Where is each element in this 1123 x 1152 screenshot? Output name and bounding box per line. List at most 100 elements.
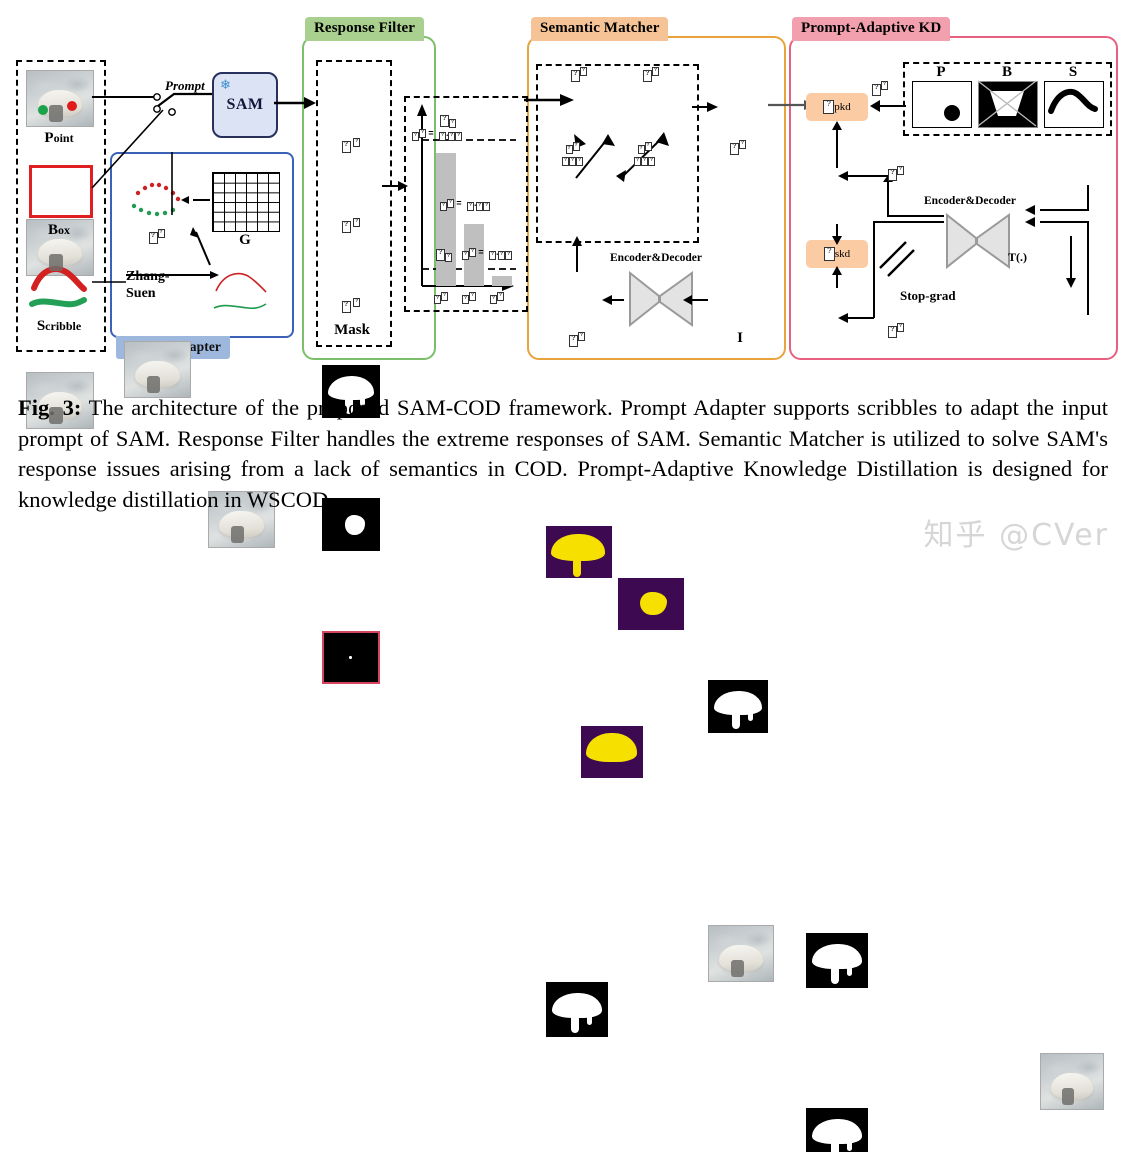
response-score-chart — [404, 96, 528, 312]
tofu-glyph: ? — [434, 295, 441, 304]
mask-2-label: ? ? — [322, 217, 380, 233]
tofu-glyph: ? — [448, 132, 456, 141]
matcher-lower-wiring — [572, 236, 708, 305]
grid-g-label: G — [239, 232, 251, 248]
tofu-glyph: ? — [341, 221, 351, 233]
panel-response-filter — [302, 36, 436, 360]
mask-to-chart-arrow — [382, 181, 408, 191]
banner-prompt-adaptive-kd: Prompt-Adaptive KD — [792, 17, 951, 41]
input-image-box — [26, 219, 94, 276]
semantic-mask-candidate-1 — [546, 526, 612, 578]
watermark: 知乎 @CVer — [923, 518, 1109, 553]
semantic-output-mask — [708, 680, 768, 733]
tofu-glyph: ? — [447, 199, 454, 208]
thinned-scribble-strokes — [213, 272, 267, 310]
mask-3 — [322, 631, 380, 684]
inputs-dashed-group — [16, 60, 106, 352]
semantic-candidates-group — [536, 64, 699, 243]
tofu-glyph: ? — [467, 202, 475, 211]
prompt-type-label-s: S — [1068, 64, 1078, 80]
mask-2 — [322, 498, 380, 551]
tofu-glyph: ? — [341, 141, 351, 153]
stop-grad-label: Stop-grad — [900, 288, 956, 303]
thinned-scribble-image — [208, 491, 275, 548]
transform-label: T(.) — [1008, 250, 1027, 264]
prompt-type-label-p: P — [936, 64, 946, 80]
figure-caption-text: The architecture of the proposed SAM-COD… — [18, 395, 1108, 512]
prompt-label: Prompt — [165, 78, 205, 93]
prompt-types-to-pkd-arrow — [870, 100, 906, 112]
tofu-glyph: ? — [436, 249, 445, 261]
encoder-decoder-kd-label: Encoder&Decoder — [924, 195, 1016, 207]
similarity-arrows — [574, 132, 669, 182]
tofu-glyph: ? — [571, 70, 580, 82]
tofu-glyph: ? — [440, 202, 447, 211]
figure-root: Response Filter Semantic Matcher Prompt-… — [16, 17, 1118, 1152]
tofu-glyph: ? — [569, 335, 578, 347]
kd-student-mask-top — [806, 933, 868, 988]
pkd-edge-label: ?? — [872, 80, 888, 96]
tofu-glyph: ? — [881, 81, 888, 90]
tofu-glyph: ? — [823, 247, 835, 261]
chart-value-label-1: ?? = ?.?? — [412, 128, 463, 141]
tofu-glyph: ? — [412, 132, 419, 141]
panel-semantic-matcher — [527, 36, 786, 360]
encoder-decoder-kd — [944, 212, 1012, 275]
tofu-glyph: ? — [643, 70, 652, 82]
similarity-label-2: ?? ??? — [634, 142, 655, 166]
tofu-glyph: ? — [483, 202, 491, 211]
sam-block: ❄ SAM — [212, 72, 278, 138]
tofu-glyph: ? — [569, 157, 576, 166]
kd-teacher-wiring — [838, 171, 1089, 323]
prompt-type-box-p — [912, 81, 972, 128]
similarity-label-1: ?? ??? — [562, 142, 583, 166]
matcher-input-image — [708, 925, 774, 982]
semantic-mask-reference — [581, 726, 643, 778]
chart-xtick-3: ?? — [490, 290, 504, 304]
zhang-suen-label: Zhang- Suen — [126, 269, 170, 301]
tofu-glyph: ? — [441, 292, 448, 301]
tofu-glyph: ? — [897, 323, 904, 332]
tofu-glyph: ? — [462, 251, 469, 260]
tofu-glyph: ? — [353, 298, 361, 307]
tofu-glyph: ? — [449, 119, 456, 128]
loss-skd-subscript: skd — [834, 248, 851, 260]
chart-value-label-3: ?? = ?.?? — [462, 247, 513, 260]
tofu-glyph: ? — [419, 129, 426, 138]
adapted-prompt-image — [124, 341, 191, 398]
tofu-glyph: ? — [652, 67, 659, 76]
tofu-glyph: ? — [353, 138, 361, 147]
chart-xtick-2: ?? — [462, 290, 476, 304]
tofu-glyph: ? — [498, 251, 506, 260]
tofu-glyph: ? — [580, 67, 587, 76]
prompt-type-p-glyph — [944, 105, 960, 121]
kd-teacher-image-original — [1040, 1053, 1104, 1110]
point-markers — [38, 101, 77, 115]
tofu-glyph: ? — [462, 295, 469, 304]
kd-edge-label-upper: ?? — [888, 165, 904, 181]
prompt-types-group — [903, 62, 1112, 136]
semantic-mask-candidate-2 — [618, 578, 684, 630]
tofu-glyph: ? — [888, 326, 897, 338]
chart-value-label-2: ?? = ?.?? — [440, 198, 491, 211]
tofu-glyph: ? — [634, 157, 641, 166]
snowflake-icon: ❄ — [220, 77, 231, 92]
loss-pkd-subscript: pkd — [834, 101, 851, 113]
masks-dashed-group — [316, 60, 392, 347]
tofu-glyph: ? — [644, 142, 652, 151]
adapted-prompt-label: ?? — [124, 228, 189, 244]
chart-upper-threshold-label: ?? — [440, 111, 456, 128]
tofu-glyph: ? — [565, 145, 573, 154]
kd-vertical-wiring — [832, 121, 842, 288]
chart-lower-threshold-label: ?? — [436, 245, 452, 262]
box-annotation — [29, 165, 93, 218]
loss-pkd: ?pkd — [806, 93, 868, 121]
tofu-glyph: ? — [888, 169, 897, 181]
mask-3-label: ? ? — [322, 297, 380, 313]
grid-g — [212, 172, 280, 232]
tofu-glyph: ? — [497, 292, 504, 301]
kd-student-mask-bottom — [806, 1108, 868, 1152]
tofu-glyph: ? — [505, 251, 513, 260]
input-image-scribble — [26, 372, 94, 429]
tofu-glyph: ? — [469, 292, 476, 301]
